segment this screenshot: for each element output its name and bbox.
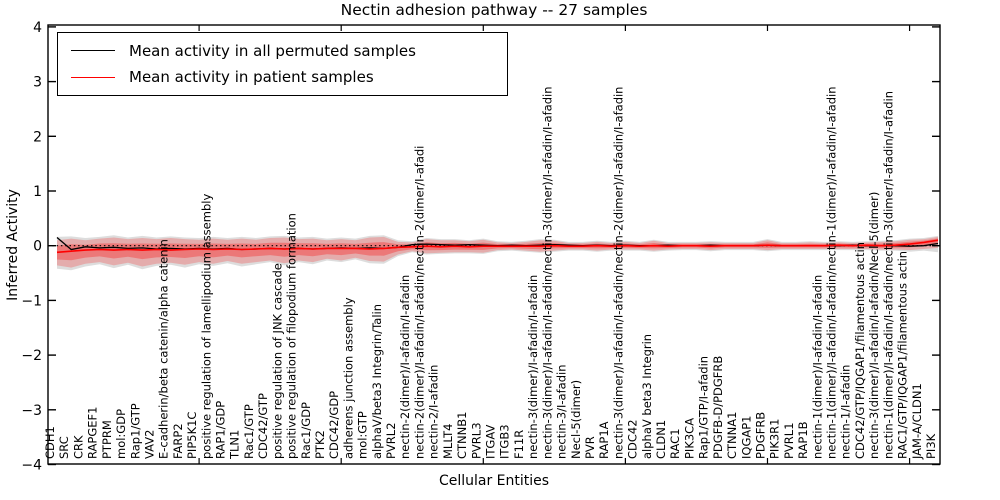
x-tick-label: positive regulation of JNK cascade xyxy=(270,263,284,459)
x-tick-label: PTK2 xyxy=(313,430,327,459)
x-tick-label: PIK3R1 xyxy=(768,419,782,460)
patient-band xyxy=(57,236,938,268)
patient-band-inner xyxy=(57,238,938,261)
x-tick-label: PIK3CA xyxy=(682,418,696,459)
x-tick-label: nectin-1/I-afadin xyxy=(839,365,853,460)
x-tick-label: CTNNA1 xyxy=(725,412,739,459)
legend-item-patient: Mean activity in patient samples xyxy=(58,68,507,86)
x-tick-label: CDC42 xyxy=(626,419,640,459)
x-tick-label: PVR xyxy=(583,436,597,459)
x-tick-label: positive regulation of filopodium format… xyxy=(285,213,299,459)
x-tick-label: Rap1/GTP/I-afadin xyxy=(697,356,711,459)
x-tick-label: CDC42/GDP xyxy=(327,391,341,459)
x-tick-label: RAP1B xyxy=(796,421,810,459)
axes-frame xyxy=(47,24,941,465)
x-tick-label: nectin-3(dimer)/I-afadin/I-afadin xyxy=(526,275,540,459)
x-tick-label: RAPGEF1 xyxy=(86,407,100,459)
x-tick-label: Rap1/GTP xyxy=(128,403,142,459)
x-tick-label: mol:GDP xyxy=(114,409,128,459)
x-tick-label: CLDN1 xyxy=(654,420,668,459)
y-tick-label: 1 xyxy=(33,184,42,200)
y-tick-label: −2 xyxy=(21,348,42,364)
x-tick-label: VAV2 xyxy=(143,430,157,459)
y-axis-label: Inferred Activity xyxy=(5,189,21,301)
x-tick-label: F11R xyxy=(512,430,526,459)
x-tick-label: nectin-3(dimer)/I-afadin/I-afadin/Necl-5… xyxy=(867,192,881,459)
x-tick-label: PVRL1 xyxy=(782,422,796,459)
x-tick-label: PI3K xyxy=(924,433,938,459)
x-tick-label: MLLT4 xyxy=(441,424,455,460)
x-tick-label: PIP5K1C xyxy=(185,412,199,459)
x-tick-label: PTPRM xyxy=(100,420,114,459)
x-tick-label: Necl-5(dimer) xyxy=(569,380,583,459)
permuted-band xyxy=(57,235,938,271)
x-tick-label: RAC1 xyxy=(668,428,682,459)
x-tick-label: nectin-2/I-afadin xyxy=(427,365,441,460)
x-tick-label: CDC42/GTP/IQGAP1/filamentous actin xyxy=(853,242,867,459)
series-patient-line xyxy=(56,239,939,254)
legend-label-patient: Mean activity in patient samples xyxy=(129,68,374,87)
x-tick-label: ITGAV xyxy=(484,425,498,459)
x-tick-label: PVRL2 xyxy=(384,422,398,459)
y-tick-label: 3 xyxy=(33,75,42,91)
x-tick-label: positive regulation of lamellipodium ass… xyxy=(199,194,213,459)
chart-title: Nectin adhesion pathway -- 27 samples xyxy=(340,1,648,19)
y-tick-label: 0 xyxy=(33,239,42,255)
y-tick-label: −1 xyxy=(21,293,42,309)
y-tick-label: 4 xyxy=(33,20,42,36)
x-tick-label: CRK xyxy=(71,435,85,459)
x-tick-label: alphaV beta3 Integrin xyxy=(640,334,654,459)
x-tick-label: ITGB3 xyxy=(498,424,512,459)
x-tick-label: CDH1 xyxy=(43,426,57,459)
y-tick-label: 2 xyxy=(33,129,42,145)
x-tick-label: nectin-3(dimer)/I-afadin/I-afadin/nectin… xyxy=(540,87,554,459)
y-tick-label: −3 xyxy=(21,403,42,419)
x-tick-label: mol:GTP xyxy=(356,411,370,459)
x-tick-label: JAM-A/CLDN1 xyxy=(910,383,924,460)
x-tick-label: PDGFB-D/PDGFRB xyxy=(711,356,725,459)
legend-line-permuted-icon xyxy=(71,50,115,52)
y-tick-label: −4 xyxy=(21,458,42,474)
x-tick-label: E-cadherin/beta catenin/alpha catenin xyxy=(157,239,171,459)
x-tick-label: nectin-2(dimer)/I-afadin/I-afadin/nectin… xyxy=(413,146,427,459)
x-axis-label: Cellular Entities xyxy=(438,473,550,489)
x-tick-label: alphaV/beta3 Integrin/Talin xyxy=(370,304,384,459)
legend-label-permuted: Mean activity in all permuted samples xyxy=(129,41,416,60)
legend: Mean activity in all permuted samples Me… xyxy=(57,32,508,96)
x-tick-label: FARP2 xyxy=(171,423,185,459)
x-tick-label: PDGFRB xyxy=(754,412,768,459)
x-tick-label: TLN1 xyxy=(228,430,242,460)
x-tick-label: nectin-3(dimer)/I-afadin/I-afadin/nectin… xyxy=(611,87,625,459)
x-tick-label: CDC42/GTP xyxy=(256,393,270,459)
x-tick-label: adherens junction assembly xyxy=(341,297,355,459)
x-tick-label: IQGAP1 xyxy=(739,416,753,459)
x-tick-label: nectin-1(dimer)/I-afadin/I-afadin/nectin… xyxy=(881,91,895,459)
x-tick-label: SRC xyxy=(57,436,71,459)
x-tick-label: nectin-1(dimer)/I-afadin/I-afadin xyxy=(810,275,824,459)
x-tick-label: Rac1/GTP xyxy=(242,404,256,459)
x-tick-label: RAC1/GTP/IQGAP1/filamentous actin xyxy=(896,251,910,459)
x-tick-label: nectin-3/I-afadin xyxy=(555,365,569,460)
x-tick-label: CTNNB1 xyxy=(455,412,469,459)
x-tick-label: PVRL3 xyxy=(469,422,483,459)
x-tick-label: RAP1A xyxy=(597,421,611,459)
legend-line-patient-icon xyxy=(71,76,115,78)
x-tick-label: nectin-1(dimer)/I-afadin/I-afadin/nectin… xyxy=(825,87,839,459)
x-tick-label: RAP1/GDP xyxy=(214,401,228,459)
x-tick-label: Rac1/GDP xyxy=(299,402,313,459)
legend-item-permuted: Mean activity in all permuted samples xyxy=(58,42,507,60)
x-tick-label: nectin-2(dimer)/I-afadin/I-afadin xyxy=(398,275,412,459)
